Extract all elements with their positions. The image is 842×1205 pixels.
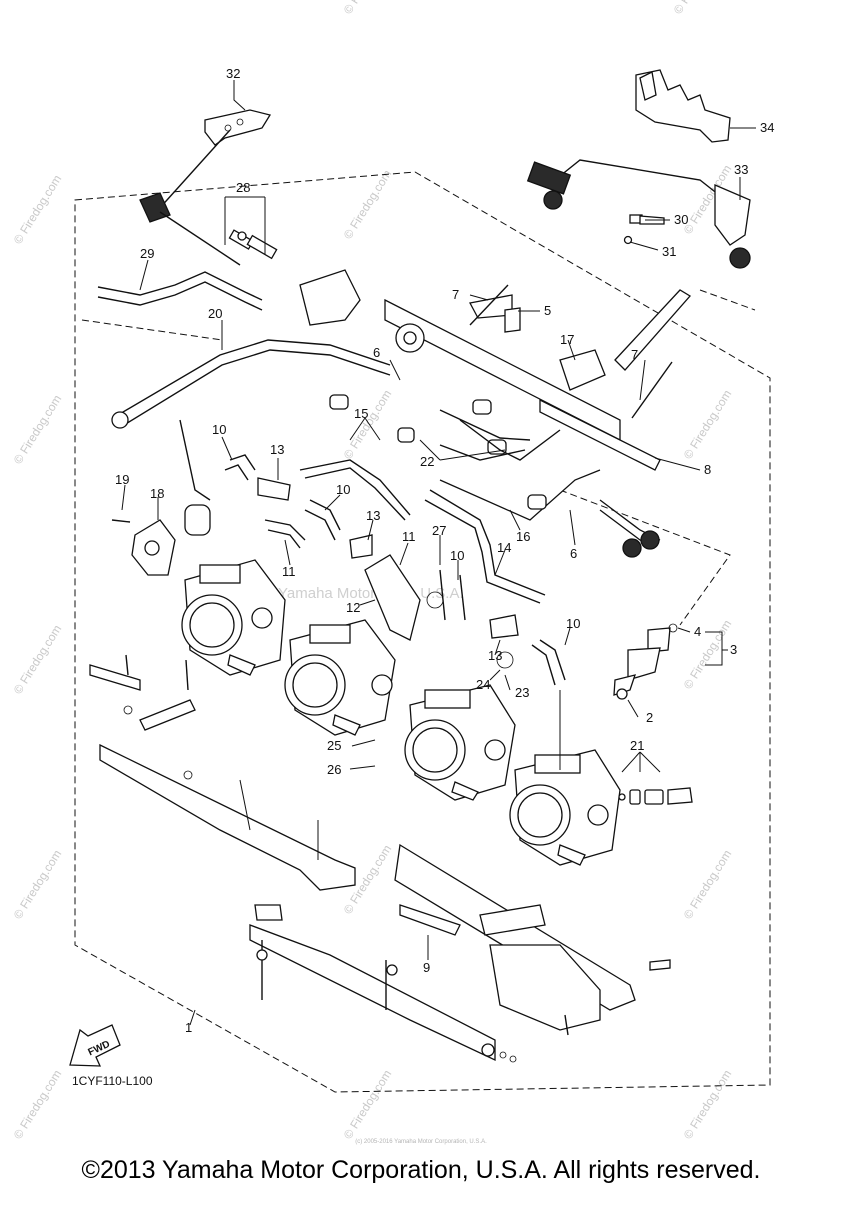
callout: 21 xyxy=(630,738,644,753)
watermark: © Firedog.com xyxy=(341,167,395,241)
callout: 9 xyxy=(423,960,430,975)
callout: 11 xyxy=(402,529,416,544)
watermark: © Firedog.com xyxy=(341,387,395,461)
callout: 14 xyxy=(497,540,511,555)
callout: 25 xyxy=(327,738,341,753)
fuel-injector xyxy=(613,623,678,700)
joint-plate-right xyxy=(249,843,671,1063)
callout: 10 xyxy=(336,482,350,497)
callout: 5 xyxy=(544,303,551,318)
callout: 30 xyxy=(674,212,688,227)
screw-set xyxy=(618,787,693,805)
watermark: © Firedog.com xyxy=(681,1067,735,1141)
fuel-rail xyxy=(299,269,692,558)
callout: 10 xyxy=(212,422,226,437)
callout: 13 xyxy=(270,442,284,457)
copyright-footer: ©2013 Yamaha Motor Corporation, U.S.A. A… xyxy=(81,1156,761,1184)
callout: 3 xyxy=(730,642,737,657)
callout: 15 xyxy=(354,406,368,421)
watermark: © Firedog.com xyxy=(11,622,65,696)
throttle-body-1 xyxy=(181,559,286,676)
watermark: © Firedog.com xyxy=(341,0,395,17)
callout: 7 xyxy=(631,347,638,362)
watermark: © Firedog.com xyxy=(681,847,735,921)
assembly-boundary xyxy=(74,171,771,1093)
throttle-body-4 xyxy=(509,749,621,866)
throttle-body-2 xyxy=(284,619,396,736)
callout: 11 xyxy=(282,564,296,579)
clamp-and-hose xyxy=(526,69,751,269)
joint-plate-left xyxy=(89,654,356,891)
callout: 16 xyxy=(516,529,530,544)
fwd-arrow-icon: FWD xyxy=(69,1024,121,1067)
callout: 10 xyxy=(450,548,464,563)
callout: 13 xyxy=(366,508,380,523)
watermark: © Firedog.com xyxy=(681,387,735,461)
callout: 12 xyxy=(346,600,360,615)
watermark: © Firedog.com xyxy=(11,172,65,246)
callout: 24 xyxy=(476,677,490,692)
throttle-cable xyxy=(139,109,278,266)
fine-print: (c) 2005-2016 Yamaha Motor Corporation, … xyxy=(355,1139,487,1145)
watermark: © Firedog.com xyxy=(11,1067,65,1141)
callout: 18 xyxy=(150,486,164,501)
callout: 1 xyxy=(185,1020,192,1035)
callout: 19 xyxy=(115,472,129,487)
callout: 31 xyxy=(662,244,676,259)
callout: 28 xyxy=(236,180,250,195)
callout: 33 xyxy=(734,162,748,177)
callout: 22 xyxy=(420,454,434,469)
callout: 6 xyxy=(373,345,380,360)
callout: 29 xyxy=(140,246,154,261)
watermark: © Firedog.com xyxy=(671,0,725,17)
small-parts xyxy=(111,284,673,576)
callouts: 32 34 28 33 30 31 29 7 5 20 17 6 7 15 8 … xyxy=(115,66,774,1035)
callout: 13 xyxy=(488,648,502,663)
watermark: © Firedog.com xyxy=(11,392,65,466)
callout: 23 xyxy=(515,685,529,700)
callout: 8 xyxy=(704,462,711,477)
vacuum-hoses xyxy=(97,271,391,429)
watermark: © Firedog.com xyxy=(11,847,65,921)
callout: 26 xyxy=(327,762,341,777)
callout: 7 xyxy=(452,287,459,302)
callout: 17 xyxy=(560,332,574,347)
callout: 2 xyxy=(646,710,653,725)
callout: 20 xyxy=(208,306,222,321)
center-watermark: Yamaha Motor Corp. U.S.A. xyxy=(278,585,464,602)
callout: 27 xyxy=(432,523,446,538)
callout: 10 xyxy=(566,616,580,631)
callout: 34 xyxy=(760,120,774,135)
watermark: © Firedog.com xyxy=(341,1067,395,1141)
connecting-hoses xyxy=(224,454,566,686)
callout: 6 xyxy=(570,546,577,561)
diagram-code: 1CYF110-L100 xyxy=(72,1074,153,1088)
leader-lines xyxy=(121,80,756,1026)
watermark: © Firedog.com xyxy=(681,617,735,691)
callout: 4 xyxy=(694,624,701,639)
throttle-body-3 xyxy=(404,684,516,801)
callout: 32 xyxy=(226,66,240,81)
